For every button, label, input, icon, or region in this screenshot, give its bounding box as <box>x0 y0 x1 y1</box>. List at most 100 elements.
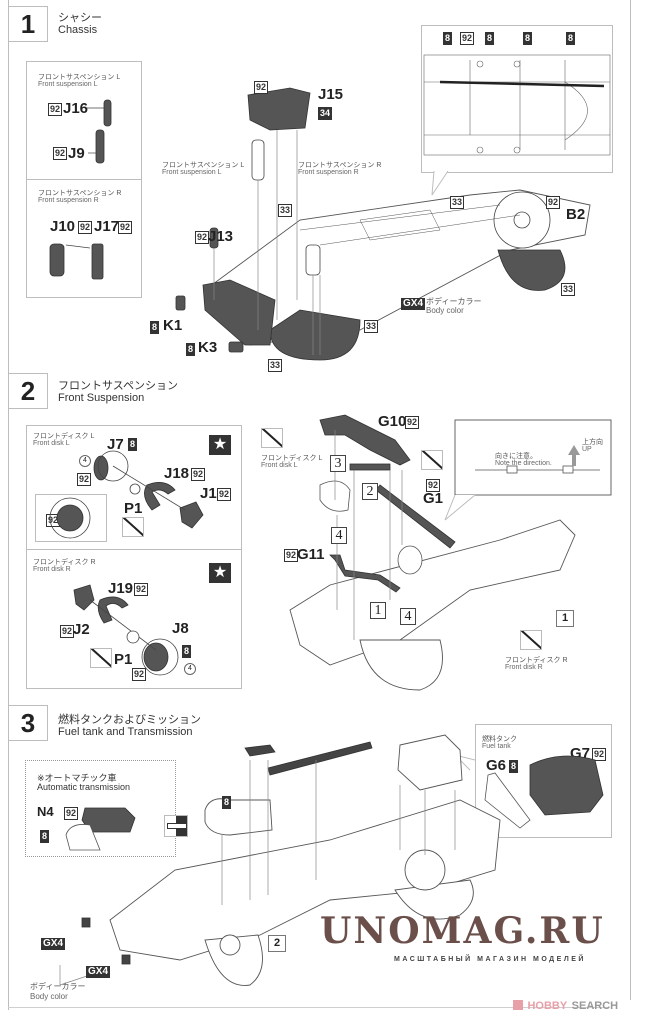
step-title-en: Front Suspension <box>58 392 145 404</box>
subpanel-title-en: Fuel tank <box>482 743 511 750</box>
sub-step-number: 2 <box>362 483 378 500</box>
part-label: P1 <box>114 651 133 668</box>
color-tag: 8 <box>182 645 192 658</box>
color-tag: 33 <box>364 320 379 333</box>
subpanel-title-jp: フロントサスペンション R <box>38 190 122 197</box>
crossmember <box>244 744 276 757</box>
color-tag: 92 <box>426 479 441 492</box>
part-label: J9 <box>68 145 85 162</box>
color-tag: 92 <box>405 416 420 429</box>
propeller-shaft <box>267 741 373 776</box>
part-label: J16 <box>63 100 89 117</box>
brake-line <box>439 80 605 88</box>
body-color-en: Body color <box>30 992 68 1001</box>
no-glue-icon <box>90 648 112 668</box>
part-g10-bar <box>349 463 391 471</box>
part-label: B2 <box>566 206 586 223</box>
subpanel-title-en: Front suspension L <box>38 81 98 88</box>
body-color-jp: ボディーカラー <box>426 297 482 306</box>
color-tag: 8 <box>566 32 576 45</box>
subpanel-title-jp: ※オートマチック車 <box>37 773 117 783</box>
color-tag: 92 <box>134 583 149 596</box>
body-color-code: GX4 <box>401 298 426 310</box>
color-tag: 92 <box>64 807 79 820</box>
color-tag: 8 <box>523 32 533 45</box>
part-j19 <box>97 596 129 624</box>
page-border-left <box>8 0 9 1010</box>
part-j2 <box>73 584 95 611</box>
shock-part-j9 <box>95 129 105 164</box>
rear-wheel-well <box>497 249 566 291</box>
reference-step-box: 1 <box>556 610 574 627</box>
color-tag: 8 <box>485 32 495 45</box>
color-tag: 8 <box>509 760 519 773</box>
part-label: J18 <box>164 465 190 482</box>
direction-note-callout <box>454 419 612 496</box>
label-front-susp-l-jp: フロントサスペンション L <box>162 162 245 169</box>
disk-rotor-l <box>97 450 129 482</box>
part-label: G10 <box>378 413 407 430</box>
part-label: J7 <box>107 436 124 453</box>
color-tag: 92 <box>118 221 133 234</box>
part-label: N4 <box>37 804 54 819</box>
front-wheel-well <box>359 639 443 691</box>
subpanel-title-jp: フロントサスペンション L <box>38 74 121 81</box>
color-tag: 92 <box>217 488 232 501</box>
part-label: P1 <box>124 500 143 517</box>
part-j1 <box>179 501 204 529</box>
credit-hobby: HOBBY <box>527 1000 568 1012</box>
mount-part <box>81 917 91 928</box>
color-tag: 92 <box>78 221 93 234</box>
part-p1-l <box>129 483 141 495</box>
label-front-susp-r-en: Front suspension R <box>298 169 359 176</box>
subpanel-title-en: Automatic transmission <box>37 782 131 792</box>
label-front-disk-r-en: Front disk R <box>505 664 543 671</box>
fuel-tank <box>397 734 463 791</box>
note-direction-jp: 向きに注意。 <box>495 453 537 460</box>
front-wheel-well <box>269 309 361 361</box>
part-label: J10 <box>50 218 76 235</box>
step-title-jp: フロントサスペンション <box>58 380 179 392</box>
color-tag: 8 <box>222 796 232 809</box>
subpanel-front-disk <box>26 425 242 689</box>
subpanel-title-jp: フロントディスク L <box>33 433 95 440</box>
page-border-bottom <box>8 1007 608 1008</box>
star-icon: ★ <box>209 563 231 583</box>
front-crossmember <box>202 279 276 346</box>
color-tag: 92 <box>60 625 75 638</box>
color-tag: 92 <box>546 196 561 209</box>
subpanel-title-jp: 燃料タンク <box>482 736 517 743</box>
label-front-susp-l-en: Front suspension L <box>162 169 222 176</box>
disk-detail <box>56 504 84 532</box>
part-n4 <box>81 807 136 833</box>
color-tag: 92 <box>284 549 299 562</box>
hobby-search-credit: HOBBY SEARCH <box>513 996 618 1014</box>
part-k3 <box>228 341 244 353</box>
subpanel-divider <box>26 179 141 180</box>
part-label: J2 <box>73 621 90 638</box>
color-tag: 92 <box>592 748 607 761</box>
sub-step-number: 4 <box>331 527 347 544</box>
label-front-disk-l-jp: フロントディスク L <box>261 455 323 462</box>
body-color-jp: ボディーカラー <box>30 982 86 991</box>
step-title-en: Chassis <box>58 24 98 36</box>
subpanel-title-en: Front disk R <box>33 566 71 573</box>
page-border-right <box>630 0 631 1000</box>
part-label: J13 <box>208 228 234 245</box>
sub-step-number: 4 <box>400 608 416 625</box>
part-label: K1 <box>163 317 183 334</box>
shock-part-j10 <box>49 243 65 277</box>
no-glue-icon <box>520 630 542 650</box>
color-tag: 8 <box>40 830 50 843</box>
part-g10 <box>319 414 411 466</box>
step-title-en: Fuel tank and Transmission <box>58 726 193 738</box>
up-label-en: UP <box>582 446 592 453</box>
color-tag: 92 <box>460 32 475 45</box>
no-glue-icon <box>122 517 144 537</box>
disk-rotor-r <box>141 638 179 676</box>
